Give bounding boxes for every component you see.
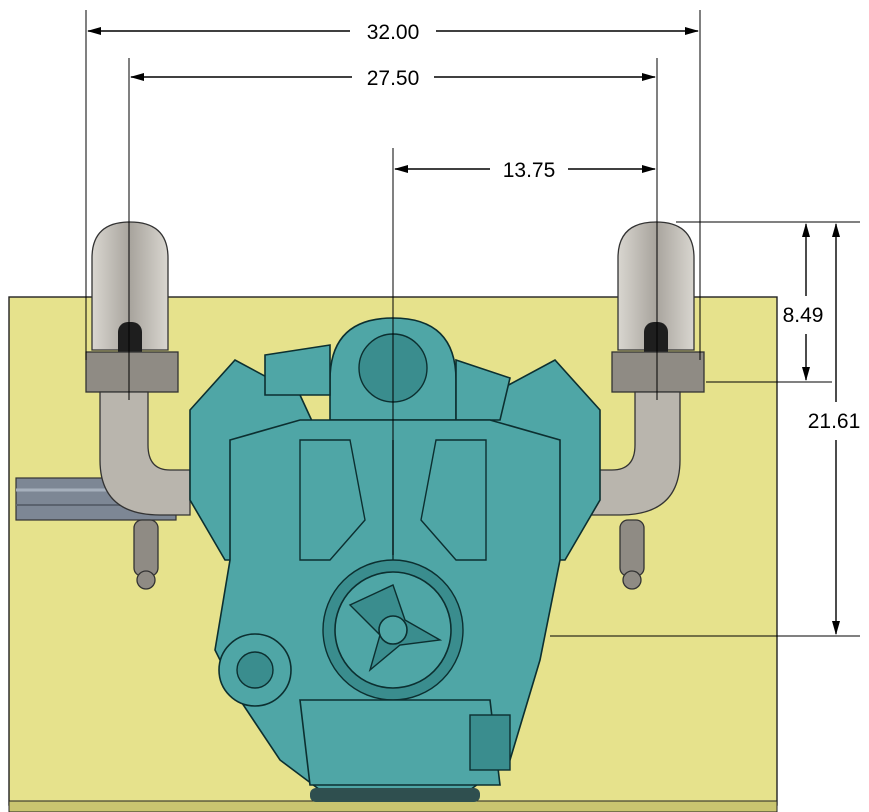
engine-block — [189, 317, 601, 802]
dimension-label-32: 32.00 — [367, 21, 420, 44]
dimension-overall-width: 32.00 — [87, 21, 699, 44]
dimension-label-27: 27.50 — [367, 67, 420, 90]
extension-lines — [85, 10, 860, 637]
dimension-overall-height: 21.61 — [808, 223, 861, 635]
right-exhaust — [584, 221, 705, 590]
left-exhaust — [85, 221, 191, 590]
dimension-label-8: 8.49 — [783, 304, 824, 327]
dimension-label-13: 13.75 — [503, 159, 556, 182]
dimension-label-21: 21.61 — [808, 410, 861, 433]
dimension-tip-to-tip: 27.50 — [130, 67, 656, 90]
dimension-upper-height: 8.49 — [783, 223, 824, 381]
dimension-center-to-tip: 13.75 — [394, 159, 656, 182]
